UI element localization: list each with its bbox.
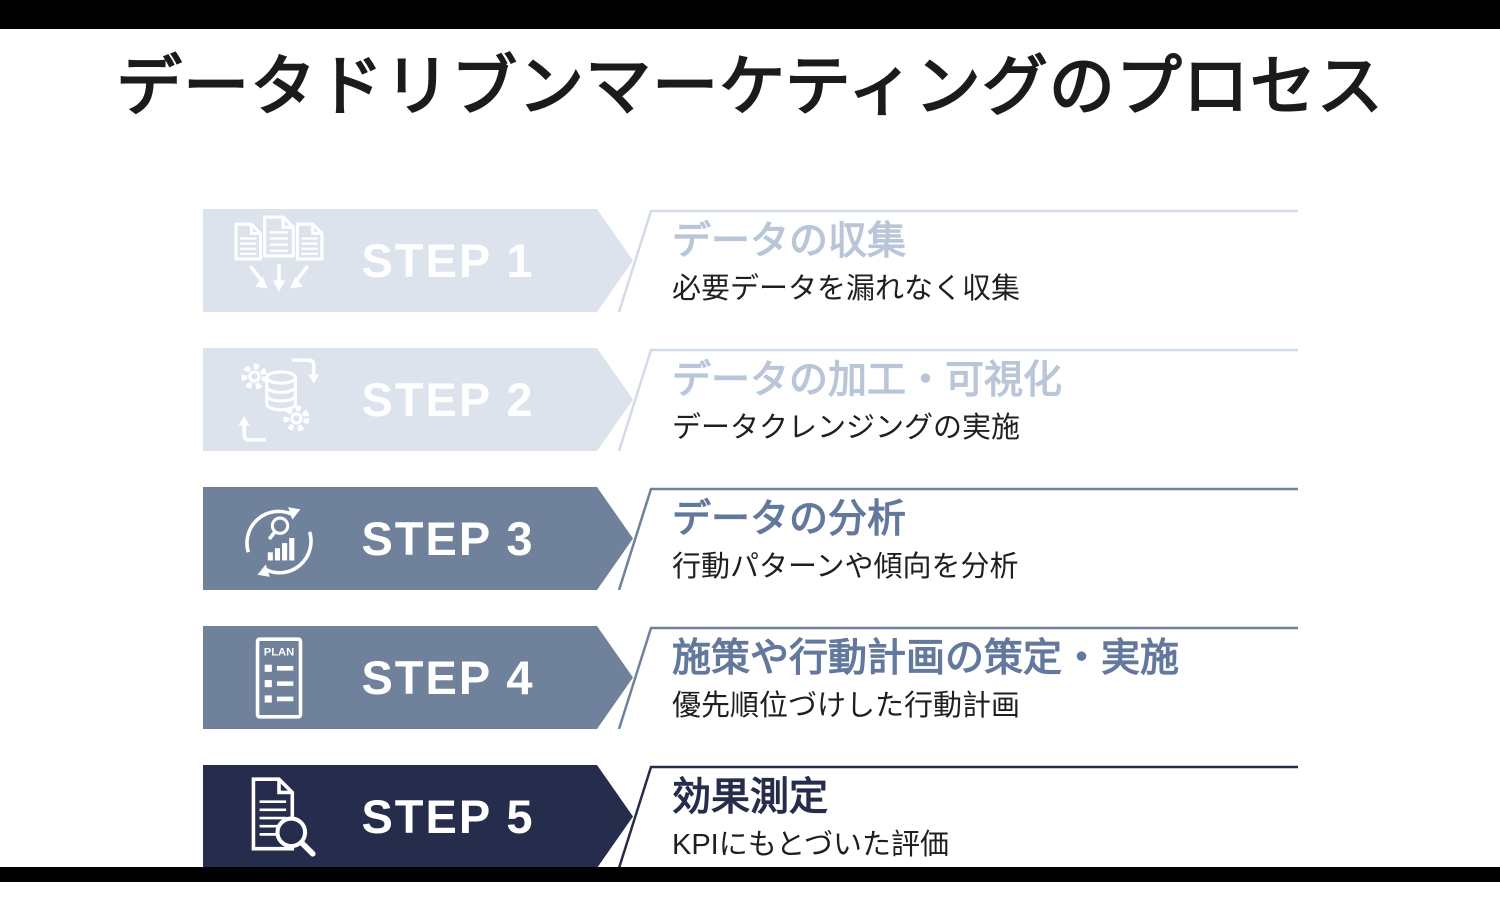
step-title: 効果測定	[672, 776, 829, 819]
step-row-1: STEP 1 データの収集 必要データを漏れなく収集	[203, 209, 1303, 312]
step-content: 施策や行動計画の策定・実施 優先順位づけした行動計画	[672, 637, 1179, 723]
step-band-shape	[203, 487, 1298, 590]
step-label: STEP 5	[361, 790, 535, 843]
top-black-bar	[0, 0, 1500, 29]
step-band-shape	[203, 765, 1298, 868]
documents-download-icon	[233, 215, 325, 307]
process-steps: STEP 1 データの収集 必要データを漏れなく収集	[203, 209, 1303, 904]
step-subtitle: 必要データを漏れなく収集	[672, 273, 1021, 305]
step-content: データの分析 行動パターンや傾向を分析	[672, 498, 1019, 584]
analysis-cycle-icon	[233, 493, 325, 585]
step-content: データの加工・可視化 データクレンジングの実施	[672, 359, 1062, 445]
report-magnifier-icon	[233, 771, 325, 863]
step-subtitle: 行動パターンや傾向を分析	[672, 551, 1019, 583]
step-label: STEP 4	[361, 651, 535, 704]
page-title: データドリブンマーケティングのプロセス	[116, 49, 1384, 123]
step-subtitle: 優先順位づけした行動計画	[672, 690, 1021, 722]
step-label: STEP 1	[361, 234, 535, 287]
step-content: データの収集 必要データを漏れなく収集	[672, 220, 1020, 306]
step-row-2: STEP 2 データの加工・可視化 データクレンジングの実施	[203, 348, 1303, 451]
step-row-5: STEP 5 効果測定 KPIにもとづいた評価	[203, 765, 1303, 868]
step-band-shape	[203, 348, 1298, 451]
step-band-shape	[203, 626, 1298, 729]
step-content: 効果測定 KPIにもとづいた評価	[672, 776, 949, 862]
step-subtitle: KPIにもとづいた評価	[672, 829, 950, 861]
bottom-black-bar	[0, 867, 1500, 882]
step-row-3: STEP 3 データの分析 行動パターンや傾向を分析	[203, 487, 1303, 590]
database-gears-icon	[233, 354, 325, 446]
step-label: STEP 2	[361, 373, 535, 426]
step-label: STEP 3	[361, 512, 535, 565]
step-title: データの収集	[672, 220, 907, 263]
step-title: 施策や行動計画の策定・実施	[672, 637, 1180, 680]
step-row-4: PLAN STEP 4 施策や行動計画の策定・実施 優先順位づけした行動計画	[203, 626, 1303, 729]
plan-checklist-icon: PLAN	[233, 632, 325, 724]
step-title: データの分析	[672, 498, 907, 541]
step-subtitle: データクレンジングの実施	[672, 412, 1021, 444]
plan-icon-label: PLAN	[264, 647, 295, 659]
step-title: データの加工・可視化	[672, 359, 1063, 402]
